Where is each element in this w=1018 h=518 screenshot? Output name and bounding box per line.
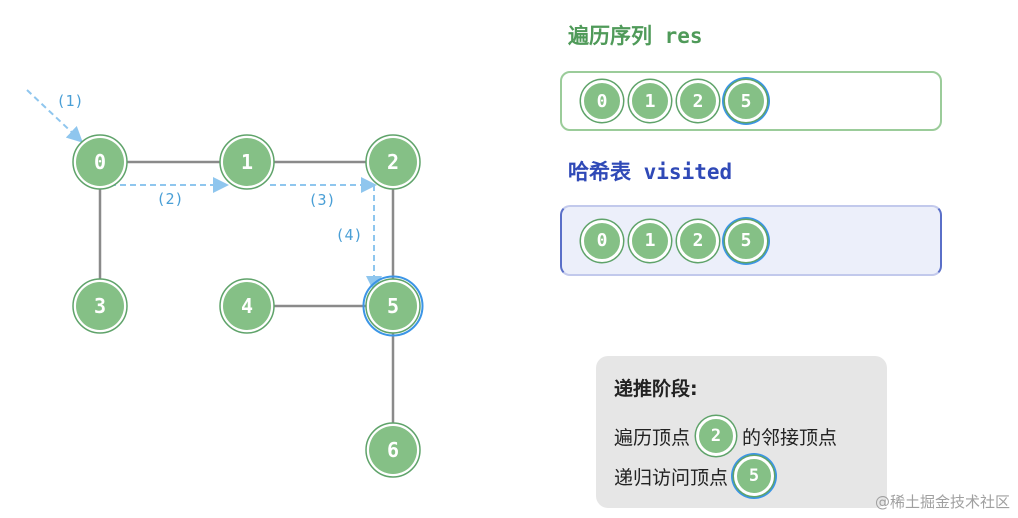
graph-node-label-6: 6 — [387, 438, 399, 462]
watermark: @稀土掘金技术社区 — [874, 493, 1010, 511]
graph-node-label-0: 0 — [94, 150, 106, 174]
stage-node-current: 2 — [696, 416, 737, 456]
stage-card: 递推阶段: 遍历顶点 2 的邻接顶点 递归访问顶点 5 — [596, 356, 887, 508]
visited-item-5: 5 — [725, 219, 767, 262]
graph-node-4: 4 — [219, 278, 275, 334]
node-layer: 0 1 2 3 4 5 6 — [72, 134, 424, 478]
traversal-step-label-1: (1) — [56, 92, 83, 110]
stage-line2-prefix: 递归访问顶点 — [614, 466, 729, 489]
graph-node-label-2: 2 — [387, 150, 399, 174]
stage-line-visit-neighbors: 遍历顶点 2 的邻接顶点 — [614, 416, 837, 456]
graph-node-0: 0 — [72, 134, 128, 190]
graph-node-label-1: 1 — [241, 150, 253, 174]
visited-title: 哈希表 visited — [568, 160, 733, 184]
stage-line-recurse: 递归访问顶点 5 — [614, 456, 780, 496]
graph-canvas: (1) (2) (3)(4) 0 1 2 3 4 5 6 — [26, 89, 424, 478]
stage-line1-suffix: 的邻接顶点 — [742, 426, 838, 449]
graph-node-6: 6 — [365, 422, 421, 478]
visited-item-2: 2 — [677, 219, 719, 262]
res-item-2: 2 — [677, 80, 719, 122]
stage-line1-prefix: 遍历顶点 — [614, 426, 691, 449]
traversal-arrow-1 — [26, 89, 83, 143]
res-item-1: 1 — [629, 80, 671, 122]
res-item-0: 0 — [581, 80, 623, 122]
traversal-step-label-4: (4) — [335, 226, 362, 244]
graph-node-label-5: 5 — [387, 294, 399, 318]
res-item-5: 5 — [725, 80, 767, 122]
graph-node-5: 5 — [362, 275, 424, 337]
visited-item-0: 0 — [581, 219, 623, 262]
traversal-layer: (1) (2) (3)(4) — [26, 89, 382, 292]
graph-node-3: 3 — [72, 278, 128, 334]
graph-node-label-3: 3 — [94, 294, 106, 318]
graph-node-1: 1 — [219, 134, 275, 190]
traversal-step-label-3: (3) — [308, 191, 335, 209]
graph-node-2: 2 — [365, 134, 421, 190]
stage-node-next: 5 — [734, 456, 775, 496]
stage-title: 递推阶段: — [614, 378, 698, 400]
res-title: 遍历序列 res — [568, 24, 703, 48]
graph-node-label-4: 4 — [241, 294, 253, 318]
visited-item-1: 1 — [629, 219, 671, 262]
traversal-step-label-2: (2) — [156, 190, 183, 208]
